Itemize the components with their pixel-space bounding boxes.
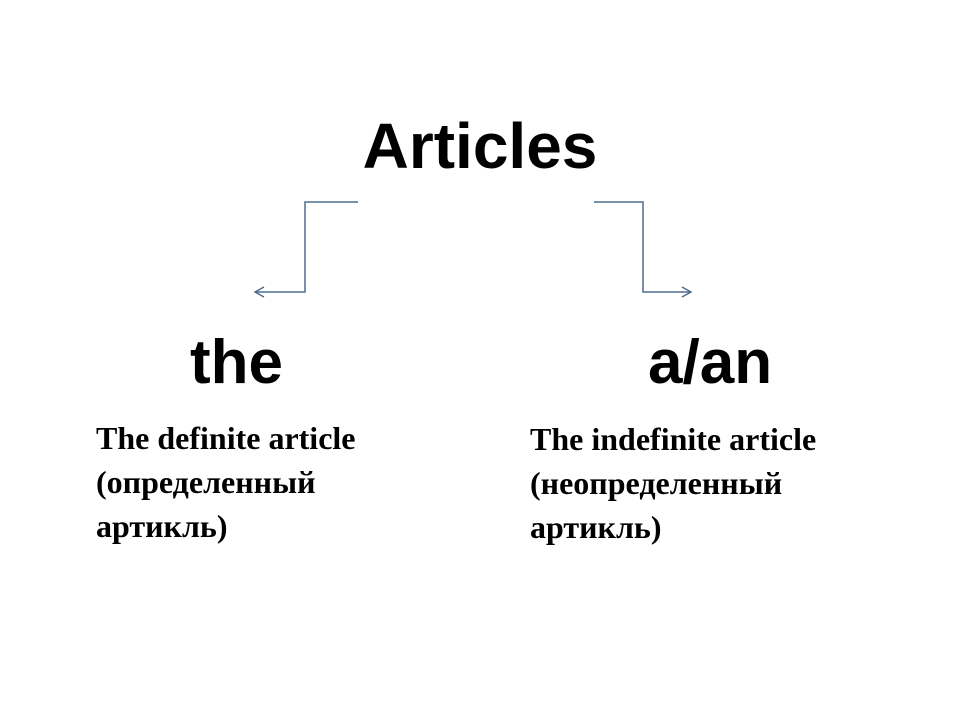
arrowhead-left-icon bbox=[253, 286, 265, 298]
arrowhead-right-icon bbox=[681, 286, 693, 298]
description-line: артикль) bbox=[96, 508, 228, 544]
description-line: The indefinite article bbox=[530, 421, 817, 457]
connector-right bbox=[594, 201, 690, 293]
description-line: The definite article bbox=[96, 420, 356, 456]
diagram-title: Articles bbox=[362, 110, 598, 182]
article-a-an: a/an bbox=[648, 328, 773, 397]
description-line: (неопределенный bbox=[530, 465, 783, 501]
description-line: (определенный bbox=[96, 464, 316, 500]
description-line: артикль) bbox=[530, 509, 662, 545]
connector-left bbox=[256, 201, 358, 293]
definite-description: The definite article (определенный артик… bbox=[96, 416, 355, 548]
indefinite-description: The indefinite article (неопределенный а… bbox=[530, 417, 816, 549]
article-the: the bbox=[190, 328, 283, 397]
